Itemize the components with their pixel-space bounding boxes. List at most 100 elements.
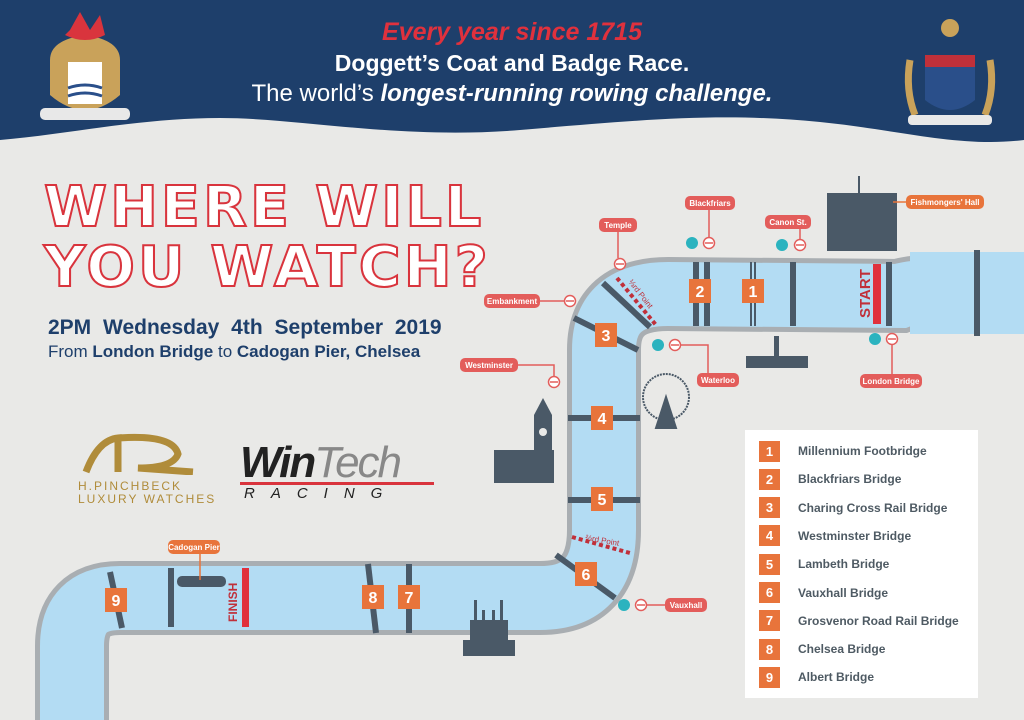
national-rail-icon: [618, 599, 630, 611]
legend-number: 8: [759, 638, 780, 660]
station-label-pill[interactable]: [765, 215, 811, 229]
race-name: Doggett’s Coat and Badge Race.: [334, 50, 690, 76]
bridge-badge-2: 2: [689, 279, 711, 303]
station-label: Vauxhall: [670, 601, 702, 610]
legend-bridge-name: Millennium Footbridge: [798, 444, 927, 458]
big-ben-icon: [494, 398, 554, 483]
route-to: to: [213, 342, 237, 361]
station-vauxhall[interactable]: Vauxhall: [618, 598, 707, 612]
station-label-pill[interactable]: [697, 373, 739, 387]
bridge-badge-7: 7: [398, 585, 420, 609]
landmarks: [463, 176, 897, 656]
badge-number: 9: [112, 593, 121, 610]
legend-number: 7: [759, 610, 780, 632]
tagline: Every year since 1715: [382, 18, 642, 46]
river-wide-section: [910, 252, 1024, 334]
legend-bridge-name: Grosvenor Road Rail Bridge: [798, 613, 959, 628]
pinchbeck-monogram-icon: [82, 433, 194, 476]
station-label: London Bridge: [863, 377, 920, 386]
station-label: Temple: [604, 221, 632, 230]
station-westminster[interactable]: Westminster: [460, 358, 561, 389]
fishmongers-hall-icon: [827, 176, 897, 251]
london-eye-icon: [642, 373, 690, 429]
start-line: [873, 264, 881, 324]
station-label-pill[interactable]: [685, 196, 735, 210]
legend-number: 1: [759, 440, 780, 462]
station-label-pill[interactable]: [599, 218, 637, 232]
station-label-pill[interactable]: [860, 374, 922, 388]
route-from: From: [48, 342, 93, 361]
legend-number: 2: [759, 468, 780, 490]
start-label: START: [857, 269, 874, 318]
bridge-badge-3: 3: [595, 323, 617, 347]
finish-line: [242, 568, 249, 627]
station-label-pill[interactable]: [484, 294, 540, 308]
page-title: WHERE WILL YOU WATCH?: [43, 175, 491, 299]
legend-item: 1 Millennium Footbridge: [759, 440, 927, 462]
two-thirds-point-line: [571, 535, 631, 555]
station-label-pill[interactable]: [906, 195, 984, 209]
legend-item: 4 Westminster Bridge: [759, 525, 911, 547]
station-label: Westminster: [465, 361, 513, 370]
station-label: Fishmongers' Hall: [910, 198, 979, 207]
station-label: Canon St.: [769, 218, 806, 227]
badge-number: 8: [369, 590, 378, 607]
station-temple[interactable]: Temple: [599, 218, 637, 271]
legend-number: 5: [759, 553, 780, 575]
battersea-power-station-icon: [463, 600, 515, 656]
badge-number: 3: [602, 328, 611, 345]
legend-item: 2 Blackfriars Bridge: [759, 468, 901, 490]
legend-bridge-name: Charing Cross Rail Bridge: [798, 500, 948, 515]
right-crest-logo: [904, 19, 996, 125]
station-label: Cadogan Pier: [168, 543, 220, 552]
legend-bridge-name: Blackfriars Bridge: [798, 472, 902, 487]
wintech-light: Tech: [314, 438, 402, 487]
river-thames: [39, 260, 1024, 720]
legend-number: 3: [759, 497, 780, 519]
wintech-racing: RACING: [240, 482, 434, 502]
legend-bridge-name: Lambeth Bridge: [798, 557, 890, 572]
legend-bridge-name: Chelsea Bridge: [798, 642, 886, 657]
badge-number: 4: [598, 411, 607, 428]
wintech-logo: WinTech RACING: [240, 438, 434, 502]
legend-item: 3 Charing Cross Rail Bridge: [759, 497, 947, 519]
cadogan-pier: [177, 576, 226, 587]
bridge-badge-9: 9: [105, 588, 127, 612]
bridge-badge-8: 8: [362, 585, 384, 609]
waterloo-bridge: [600, 280, 653, 330]
route-end: Cadogan Pier, Chelsea: [236, 342, 421, 361]
badge-number: 6: [582, 567, 591, 584]
subtitle-prefix: The world’s: [251, 80, 381, 107]
pinchbeck-line-1: H.PINCHBECK: [78, 479, 183, 493]
station-label-pill[interactable]: [168, 540, 220, 554]
left-crest-logo: [40, 12, 130, 120]
event-date: 2PM Wednesday 4th September 2019: [48, 316, 442, 339]
station-label-pill[interactable]: [460, 358, 518, 372]
pinchbeck-logo: H.PINCHBECK LUXURY WATCHES: [78, 430, 216, 506]
subtitle: The world’s longest-running rowing chall…: [0, 80, 1024, 108]
station-label-pill[interactable]: [665, 598, 707, 612]
national-rail-icon: [776, 239, 788, 251]
station-canon-st[interactable]: Canon St.: [765, 215, 811, 252]
legend-number: 4: [759, 525, 780, 547]
legend-bridge-name: Vauxhall Bridge: [798, 585, 889, 600]
legend-item: 5 Lambeth Bridge: [759, 553, 889, 575]
station-label: Blackfriars: [689, 199, 731, 208]
station-waterloo[interactable]: Waterloo: [652, 338, 739, 387]
bridge-badge-6: 6: [575, 562, 597, 586]
station-blackfriars[interactable]: Blackfriars: [685, 196, 735, 250]
station-embankment[interactable]: Embankment: [484, 294, 577, 308]
bridge-badge-1: 1: [742, 279, 764, 303]
finish-label: FINISH: [226, 583, 240, 622]
station-london-bridge[interactable]: London Bridge: [860, 332, 922, 388]
tate-modern-icon: [746, 336, 808, 368]
badge-number: 1: [749, 284, 758, 301]
title-line-1: WHERE WILL: [43, 175, 485, 240]
legend-bridge-name: Westminster Bridge: [798, 528, 912, 543]
station-fishmongers[interactable]: Fishmongers' Hall: [893, 195, 984, 209]
station-cadogan-pier[interactable]: Cadogan Pier: [168, 540, 220, 580]
route-start: London Bridge: [92, 342, 214, 361]
